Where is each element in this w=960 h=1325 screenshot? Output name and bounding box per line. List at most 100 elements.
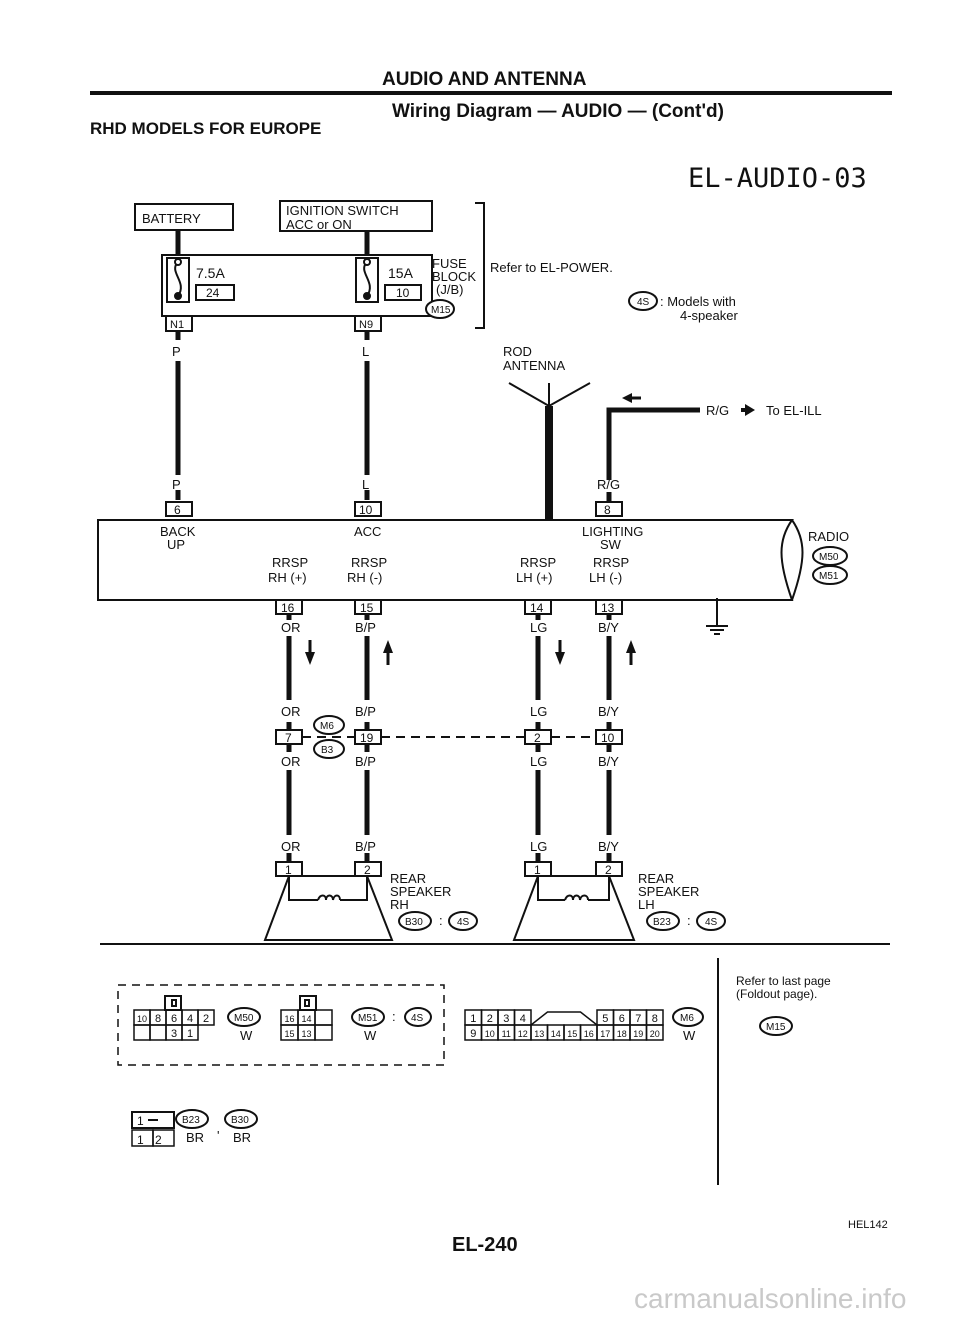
fuse-block-label-1: FUSE [432,256,467,271]
rrsp-rh-minus-1: RRSP [351,555,387,570]
spk-rh-label-1: REAR [390,871,426,886]
lighting-label-1: LIGHTING [582,524,643,539]
spk-lh-label-3: LH [638,897,655,912]
m50-pin-cell [133,1024,151,1041]
radio-connector-m51: M51 [819,571,839,582]
radio-label: RADIO [808,529,849,544]
b30-color: BR [233,1130,251,1145]
wire-bp-3: B/P [355,754,376,769]
m50-pin-number: 3 [171,1028,177,1040]
page-number: EL-240 [452,1234,518,1256]
diagram-subtitle: Wiring Diagram — AUDIO — (Cont'd) [392,101,724,122]
m6-pin-number: 20 [650,1029,660,1039]
models-label: RHD MODELS FOR EUROPE [90,119,322,138]
m50-pin-number: 10 [137,1014,147,1024]
wire-p-bottom: P [172,477,181,492]
m50-pin-cell [197,1009,215,1026]
wire-by-2: B/Y [598,704,619,719]
spk-rh-label-2: SPEAKER [390,884,451,899]
fuse-block-label-3: (J/B) [436,282,463,297]
rrsp-lh-plus-2: LH (+) [516,570,552,585]
b-pin-1: 1 [137,1133,144,1147]
wire-by-3: B/Y [598,754,619,769]
spk-lh-pin-1: 1 [534,863,541,877]
radio-pin-6: 6 [174,503,181,517]
refer-last-1: Refer to last page [736,974,831,988]
joint-pin-2: 2 [534,731,541,745]
m6-pin-number: 5 [602,1013,608,1025]
m50-pin-number: 4 [187,1013,193,1025]
rrsp-rh-plus-2: RH (+) [268,570,307,585]
radio-box [97,519,794,601]
wire-by-4: B/Y [598,839,619,854]
fuse1-no: 24 [206,286,220,300]
m6-badge: M6 [680,1013,694,1024]
ill-target: To EL-ILL [766,403,822,418]
wire-bp-2: B/P [355,704,376,719]
ill-wire-color: R/G [706,403,729,418]
spk-lh-pin-2: 2 [605,863,612,877]
watermark: carmanualsonline.info [634,1283,907,1314]
b23-badge: B23 [182,1115,200,1126]
wire-l-top: L [362,344,369,359]
rrsp-lh-minus-1: RRSP [593,555,629,570]
ignition-sub-label: ACC or ON [286,217,352,232]
joint-pin-10: 10 [601,731,615,745]
radio-pin-14: 14 [530,601,544,615]
diagram-code: EL-AUDIO-03 [688,163,867,194]
joint-b3: B3 [321,745,334,756]
joint-pin-19: 19 [360,731,374,745]
n9-connector: N9 [359,319,373,331]
m6-pin-number: 7 [635,1013,641,1025]
fuse-block-label-2: BLOCK [432,269,476,284]
m51-color: W [364,1028,377,1043]
spk-lh-label-1: REAR [638,871,674,886]
radio-pin-13: 13 [601,601,615,615]
m50-pin-number: 1 [187,1028,193,1040]
m15-badge: M15 [766,1022,786,1033]
wire-lg-1: LG [530,620,547,635]
spk-rh-conn: B30 [405,917,423,928]
m6-key-shape [530,1011,598,1026]
fuse-block-connector: M15 [431,305,451,316]
m6-pin-number: 9 [470,1028,476,1040]
m50-pin-cell [149,1024,167,1041]
m6-pin-number: 19 [633,1029,643,1039]
m50-pin-cell [181,1024,199,1041]
m6-pin-number: 1 [470,1013,476,1025]
wire-by-1: B/Y [598,620,619,635]
rrsp-lh-minus-2: LH (-) [589,570,622,585]
battery-label: BATTERY [142,211,201,226]
m6-pin-number: 3 [503,1013,509,1025]
b-comma: ' [217,1128,219,1143]
note-4s-badge: 4S [637,297,650,308]
radio-connector-m50: M50 [819,552,839,563]
wire-lg-3: LG [530,754,547,769]
m6-pin-number: 4 [520,1013,526,1025]
ignition-label: IGNITION SWITCH [286,203,399,218]
radio-pin-10: 10 [359,503,373,517]
spk-rh-label-3: RH [390,897,409,912]
m50-pin-number: 8 [155,1013,161,1025]
wire-rg: R/G [597,477,620,492]
m51-pin-number: 16 [284,1014,294,1024]
note-text-2: 4-speaker [680,308,738,323]
b-pin-top: 1 [137,1114,144,1128]
fuse2-amp: 15A [388,265,414,281]
spk-lh-label-2: SPEAKER [638,884,699,899]
wire-lg-4: LG [530,839,547,854]
m6-pin-number: 6 [619,1013,625,1025]
wire-or-1: OR [281,620,301,635]
m6-pin-cell [645,1024,664,1041]
m51-pin-cell [314,1009,333,1026]
m51-pin-number: 15 [284,1029,294,1039]
joint-pin-7: 7 [285,731,292,745]
wire-l-bottom: L [362,477,369,492]
acc-label: ACC [354,524,381,539]
wire-bp-4: B/P [355,839,376,854]
m6-pin-number: 15 [567,1029,577,1039]
spk-lh-colon: : [687,913,691,928]
